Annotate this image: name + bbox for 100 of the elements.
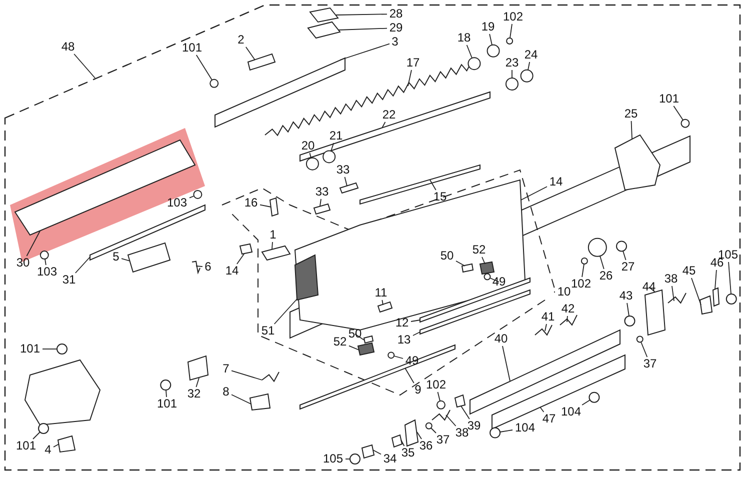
leader-line bbox=[382, 300, 384, 306]
plate-part bbox=[269, 197, 279, 217]
callout-number: 4 bbox=[44, 444, 52, 456]
leader-line bbox=[338, 28, 388, 30]
plate-part bbox=[313, 203, 331, 215]
leader-line bbox=[648, 286, 656, 292]
callout-number: 20 bbox=[300, 140, 316, 152]
callout-number: 52 bbox=[332, 336, 348, 348]
plate-part bbox=[309, 7, 339, 23]
rail-part bbox=[214, 57, 346, 128]
leader-line bbox=[510, 24, 512, 38]
plate-part bbox=[187, 355, 209, 381]
leader-line bbox=[42, 348, 58, 350]
round-part bbox=[38, 422, 50, 434]
plate-part bbox=[614, 134, 661, 191]
round-part bbox=[486, 44, 500, 58]
round-part bbox=[160, 380, 172, 391]
callout-number: 2 bbox=[236, 34, 246, 46]
leader-line bbox=[272, 242, 273, 250]
leader-line bbox=[320, 198, 322, 206]
round-part bbox=[616, 240, 627, 252]
leader-line bbox=[354, 334, 364, 340]
leader-line bbox=[520, 186, 548, 200]
callout-number: 32 bbox=[186, 388, 202, 400]
leader-line bbox=[189, 196, 194, 198]
leader-line bbox=[437, 392, 440, 402]
callout-number: 40 bbox=[493, 332, 509, 346]
leader-line bbox=[372, 450, 382, 455]
leader-line bbox=[640, 342, 648, 358]
leader-line bbox=[691, 278, 702, 306]
callout-number: 101 bbox=[658, 92, 680, 106]
leader-line bbox=[196, 378, 200, 388]
leader-line bbox=[408, 70, 412, 86]
plate-part bbox=[307, 21, 341, 39]
round-part bbox=[436, 400, 446, 410]
callout-number: 34 bbox=[382, 452, 398, 466]
leader-line bbox=[336, 14, 388, 16]
callout-number: 50 bbox=[439, 250, 455, 262]
callout-number: 101 bbox=[180, 42, 204, 54]
round-part bbox=[490, 427, 501, 438]
round-part bbox=[624, 315, 636, 326]
callout-number: 30 bbox=[15, 256, 31, 270]
callout-number: 50 bbox=[347, 328, 363, 340]
callout-number: 51 bbox=[260, 324, 276, 338]
round-part bbox=[506, 37, 514, 44]
callout-number: 104 bbox=[514, 422, 536, 434]
plate-part bbox=[357, 342, 375, 356]
plate-part bbox=[699, 295, 713, 315]
spring-part bbox=[432, 410, 450, 421]
callout-number: 35 bbox=[400, 446, 416, 460]
leader-line bbox=[626, 302, 630, 316]
round-part bbox=[210, 78, 219, 88]
callout-number: 19 bbox=[480, 20, 496, 34]
leader-line bbox=[410, 320, 420, 322]
callout-number: 10 bbox=[556, 286, 572, 298]
leader-line bbox=[460, 406, 470, 420]
leader-line bbox=[430, 180, 436, 190]
plate-part bbox=[644, 289, 666, 336]
callout-number: 9 bbox=[414, 384, 422, 396]
callout-number: 45 bbox=[681, 264, 697, 278]
rail-part bbox=[420, 289, 530, 335]
callout-number: 16 bbox=[243, 196, 259, 210]
plate-part bbox=[127, 242, 171, 273]
leader-line bbox=[430, 428, 436, 434]
leader-line bbox=[236, 254, 244, 264]
callout-number: 27 bbox=[620, 260, 636, 274]
callout-number: 47 bbox=[541, 412, 557, 426]
round-part bbox=[588, 392, 600, 403]
callout-number: 101 bbox=[156, 398, 178, 410]
leader-line bbox=[32, 432, 40, 440]
leader-line bbox=[274, 298, 298, 324]
leader-line bbox=[260, 204, 272, 208]
leader-line bbox=[622, 250, 626, 260]
round-part bbox=[425, 422, 432, 430]
callout-number: 33 bbox=[314, 186, 330, 198]
round-part bbox=[468, 57, 481, 70]
leader-line bbox=[344, 176, 348, 186]
leader-line bbox=[330, 142, 334, 152]
round-part bbox=[388, 352, 395, 359]
leader-line bbox=[196, 266, 203, 267]
callout-number: 3 bbox=[390, 36, 400, 48]
rail-part bbox=[300, 91, 490, 162]
callout-number: 37 bbox=[435, 434, 451, 446]
plate-part bbox=[339, 182, 359, 194]
leader-line bbox=[600, 256, 604, 270]
round-part bbox=[193, 190, 202, 199]
callout-number: 22 bbox=[381, 108, 397, 122]
plate-part bbox=[249, 393, 271, 411]
callout-number: 49 bbox=[491, 276, 507, 288]
callout-number: 14 bbox=[548, 176, 564, 188]
round-part bbox=[506, 78, 518, 90]
leader-line bbox=[502, 346, 510, 382]
callout-number: 101 bbox=[18, 342, 42, 356]
leader-line bbox=[340, 43, 390, 60]
leader-line bbox=[345, 458, 350, 460]
round-part bbox=[520, 69, 534, 82]
callout-number: 11 bbox=[374, 286, 388, 300]
leader-line bbox=[456, 260, 466, 266]
leader-line bbox=[582, 400, 590, 406]
leader-line bbox=[500, 430, 513, 432]
